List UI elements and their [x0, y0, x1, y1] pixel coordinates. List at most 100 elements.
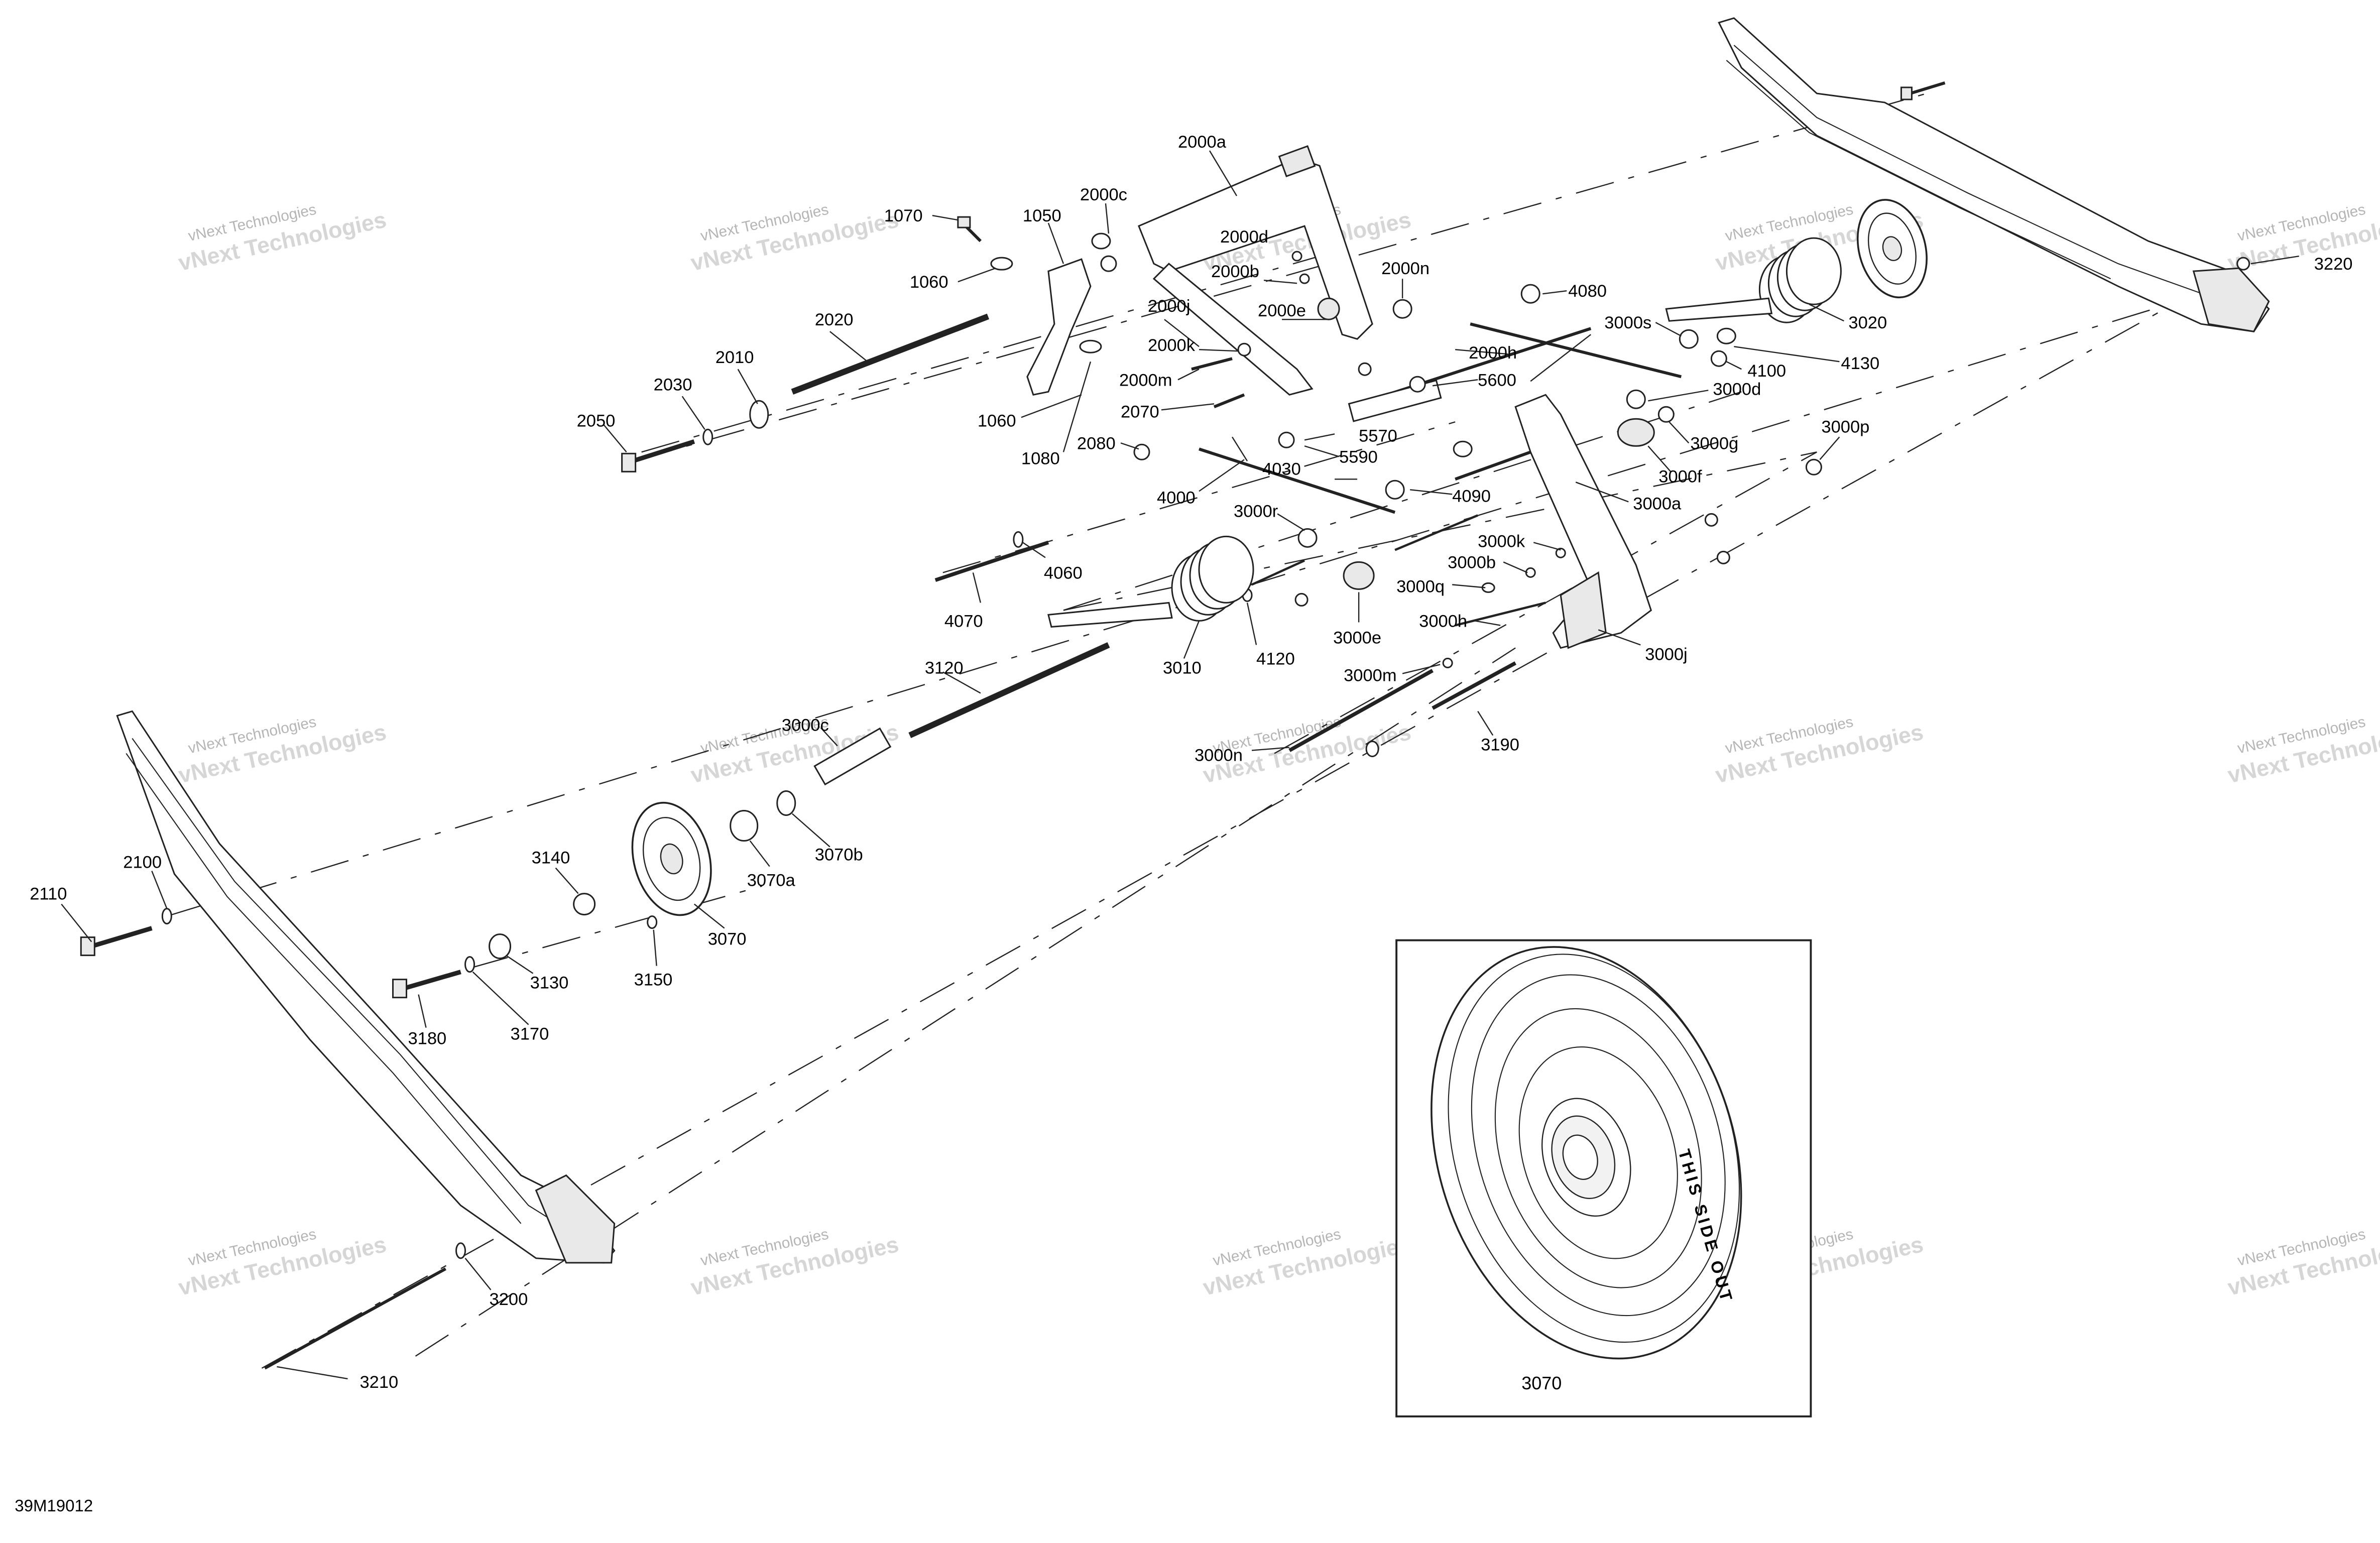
label-3000a: 3000a: [1633, 494, 1682, 513]
bushing-3130: [489, 933, 512, 960]
washer-2030: [702, 428, 713, 445]
label-1050: 1050: [1023, 206, 1061, 225]
link-4000: [1199, 447, 1396, 514]
washer-rear-2: [1716, 550, 1730, 564]
label-2000h: 2000h: [1469, 343, 1517, 363]
label-2020: 2020: [815, 310, 854, 329]
label-3000h: 3000h: [1419, 612, 1467, 631]
bolt-2050: [621, 439, 695, 472]
watermark: vNext Technologies vNext Technologies: [688, 1226, 901, 1300]
watermark: vNext Technologies vNext Technologies: [2225, 1226, 2380, 1300]
label-2030: 2030: [654, 375, 692, 394]
nut-5590b: [1278, 431, 1295, 448]
figure-code: 39M19012: [15, 1496, 93, 1515]
label-3020: 3020: [1848, 313, 1887, 332]
bolt-3210: [264, 1267, 446, 1370]
inset-detail-3070: THIS SIDE OUT 3070: [1395, 939, 1812, 1417]
label-3000f: 3000f: [1658, 467, 1702, 486]
label-3000q: 3000q: [1396, 577, 1445, 596]
label-2000d: 2000d: [1220, 227, 1268, 247]
link-2000h: [1470, 322, 1682, 379]
watermark: vNext Technologies vNext Technologies: [2225, 714, 2380, 788]
part-3000g: [1657, 406, 1675, 423]
ring-4090: [1385, 480, 1405, 500]
bushing-3000r: [1297, 528, 1318, 548]
bushing-2080: [1133, 443, 1150, 460]
label-3000k: 3000k: [1478, 532, 1525, 551]
inset-label: 3070: [1521, 1373, 1562, 1393]
spring-3010: [1047, 535, 1254, 628]
idler-wheel-right: [1856, 199, 1928, 299]
bolt-3220: [1900, 81, 1946, 100]
bolt-1070: [957, 216, 982, 243]
washer-3200: [455, 1242, 466, 1259]
part-labels: 2000a 2000c 2000d 2000b 2000n 2000j 2000…: [30, 133, 2352, 1392]
part-2000b: [1299, 273, 1310, 284]
label-3000b: 3000b: [1448, 553, 1496, 572]
shaft-3120: [908, 642, 1110, 738]
label-2070: 2070: [1121, 402, 1159, 421]
shock-5570: [1348, 379, 1442, 422]
label-3070b: 3070b: [815, 846, 863, 865]
label-1080: 1080: [1021, 449, 1060, 468]
label-4120: 4120: [1256, 649, 1295, 668]
bolts: [80, 81, 1946, 999]
label-4100: 4100: [1747, 362, 1786, 381]
screw-3150: [647, 915, 658, 929]
washer-3190: [1365, 740, 1379, 757]
label-3000j: 3000j: [1645, 645, 1687, 664]
bushing-3000c: [813, 727, 892, 786]
bushing-2000c: [1091, 232, 1111, 250]
label-3120: 3120: [925, 658, 964, 677]
label-3000n: 3000n: [1195, 746, 1243, 765]
cam-3000f: [1617, 418, 1655, 447]
shafts: [264, 313, 1682, 1370]
label-4060: 4060: [1044, 563, 1083, 582]
shaft-2020: [791, 313, 990, 395]
label-4030: 4030: [1262, 459, 1301, 479]
label-2010: 2010: [716, 348, 754, 367]
label-3200: 3200: [490, 1290, 528, 1309]
washer-1060a: [990, 257, 1013, 271]
label-3000s: 3000s: [1604, 313, 1651, 332]
nut-5600: [1409, 376, 1426, 393]
nut-4100: [1710, 350, 1727, 367]
idler-wheel-3070: [631, 801, 712, 916]
label-3000m: 3000m: [1344, 666, 1397, 685]
cam-3000e: [1343, 561, 1375, 590]
part-3000p: [1805, 458, 1822, 476]
watermark: vNext Technologies vNext Technologies: [176, 1226, 389, 1300]
pin-3000r: [1394, 514, 1479, 551]
label-3000p: 3000p: [1821, 417, 1869, 436]
label-2000c-top: 2000c: [1080, 185, 1127, 204]
nut-5590: [1453, 440, 1473, 457]
part-3000k: [1555, 547, 1566, 558]
part-3000m: [1442, 657, 1453, 668]
washer-3170: [464, 956, 475, 973]
label-3140: 3140: [532, 849, 570, 868]
watermark: vNext Technologies vNext Technologies: [176, 714, 389, 788]
label-2110: 2110: [30, 885, 67, 904]
label-3010: 3010: [1163, 658, 1202, 677]
pin-4070: [934, 540, 1049, 582]
pin-3000h: [1455, 602, 1546, 627]
watermark: vNext Technologies vNext Technologies: [176, 201, 389, 276]
part-3000b: [1525, 567, 1536, 578]
label-3000c-mid: 3000c: [782, 716, 829, 735]
label-2000j: 2000j: [1148, 297, 1190, 316]
label-2000k: 2000k: [1148, 336, 1196, 355]
nut-4080: [1520, 284, 1540, 304]
pin-4030: [1455, 450, 1531, 481]
leader-lines: [61, 150, 2299, 1380]
label-5590: 5590: [1339, 447, 1378, 466]
watermark: vNext Technologies vNext Technologies: [688, 201, 901, 276]
springs: [1047, 237, 1842, 628]
bushing-4100: [1716, 327, 1736, 344]
label-1060-top: 1060: [910, 273, 948, 292]
label-2000e: 2000e: [1258, 301, 1306, 320]
label-3000r: 3000r: [1234, 502, 1278, 521]
label-2000m: 2000m: [1119, 371, 1172, 390]
rear-arm: [1514, 394, 1652, 649]
label-3150: 3150: [634, 971, 673, 990]
right-slide-rail: [1718, 17, 2270, 332]
